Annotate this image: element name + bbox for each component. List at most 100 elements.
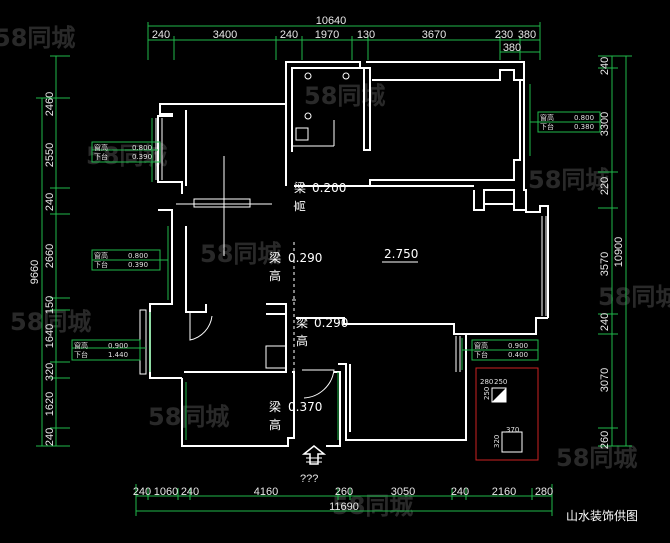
beam-label: 梁 0.290 高 — [296, 315, 348, 348]
dimension-label: 240 — [599, 57, 611, 75]
window-label: 下台 — [474, 350, 488, 359]
beam-label: 梁 0.370 高 — [269, 399, 322, 432]
shaft-dim: 250 — [494, 378, 507, 386]
window-tag: 窗高 0.900 下台 0.400 — [462, 339, 539, 361]
window-label: 下台 — [94, 152, 108, 161]
dimension-label: 2160 — [492, 486, 516, 498]
dimension-label: 230 — [495, 29, 513, 41]
shaft-dim: 250 — [483, 387, 491, 400]
beam-height: 高 — [296, 333, 308, 348]
left-dimension-lines — [36, 55, 70, 447]
shaft-dim: 370 — [506, 426, 519, 434]
window-label: 窗高 — [94, 251, 108, 260]
dimension-label: 130 — [357, 29, 375, 41]
dimension-label: 3050 — [391, 486, 415, 498]
dimension-label: 280 — [535, 486, 553, 498]
dimension-label: 11690 — [329, 501, 359, 513]
dimension-label: 1060 — [154, 486, 178, 498]
dimension-label: 240 — [133, 486, 151, 498]
dimension-label: 3670 — [422, 29, 446, 41]
watermark: 58同城 — [528, 166, 609, 194]
dimension-label: 10640 — [316, 15, 347, 27]
height-mark: 2.750 — [384, 247, 418, 261]
window-value: 1.440 — [108, 351, 128, 359]
window-value: 0.400 — [508, 351, 528, 359]
dimension-label: 3400 — [213, 29, 237, 41]
watermark: 58同城 — [0, 24, 75, 52]
watermark: 58同城 — [598, 283, 670, 311]
window-value: 0.390 — [132, 153, 152, 161]
shaft-dim: 320 — [493, 435, 501, 448]
window-value: 0.800 — [574, 114, 594, 122]
beam-value: 0.200 — [312, 181, 346, 195]
entrance-marker: ??? — [300, 445, 327, 485]
dimension-label: 240 — [280, 29, 298, 41]
dimension-label: 240 — [451, 486, 469, 498]
beam-text: 梁 — [269, 250, 281, 265]
dimension-label: 1620 — [44, 392, 56, 416]
top-dimension-lines — [147, 22, 541, 60]
left-segment-labels: 2460 2550 240 2660 150 1640 320 1620 240 — [44, 92, 56, 446]
beam-value: 0.370 — [288, 400, 322, 414]
dimension-label: 260 — [335, 486, 353, 498]
beam-label: 梁 0.200 高 — [292, 180, 346, 212]
entrance-label: ??? — [300, 473, 318, 485]
watermark: 58同城 — [86, 142, 167, 170]
dimension-label: 1970 — [315, 29, 339, 41]
window-label: 窗高 — [94, 143, 108, 152]
openings — [149, 84, 531, 440]
window-tag: 窗高 0.800 下台 0.390 — [91, 249, 168, 271]
window-value: 0.800 — [128, 252, 148, 260]
watermark: 58同城 — [556, 444, 637, 472]
window-label: 窗高 — [540, 113, 554, 122]
window-label: 下台 — [540, 122, 554, 131]
beam-height: 高 — [269, 268, 281, 283]
window-value: 0.800 — [132, 144, 152, 152]
dimension-label: 2550 — [44, 143, 56, 167]
window-tag: 窗高 0.900 下台 1.440 — [71, 339, 146, 361]
dimension-label: 2460 — [44, 92, 56, 116]
watermark: 58同城 — [10, 308, 91, 336]
right-dimension-lines — [598, 55, 632, 447]
dimension-label: 10900 — [613, 237, 625, 268]
right-segment-labels: 240 3300 220 3570 240 3070 260 — [599, 57, 611, 449]
watermark: 58同城 — [148, 403, 229, 431]
beam-height: 高 — [269, 417, 281, 432]
dimension-label: 380 — [518, 29, 536, 41]
dimension-label: 240 — [181, 486, 199, 498]
window-value: 0.390 — [128, 261, 148, 269]
bottom-dimension-lines — [135, 484, 553, 516]
dimension-label: 260 — [599, 431, 611, 449]
dimension-label: 2660 — [44, 244, 56, 268]
dimension-label: 240 — [599, 313, 611, 331]
window-value: 0.900 — [108, 342, 128, 350]
window-tag: 窗高 0.800 下台 0.390 — [91, 141, 161, 163]
image-caption: 山水装饰供图 — [566, 509, 638, 523]
detail-lines — [139, 72, 547, 440]
beam-text: 梁 — [294, 180, 306, 195]
dimension-label: 4160 — [254, 486, 278, 498]
beam-text: 梁 — [269, 399, 281, 414]
dimension-label: 380 — [503, 42, 521, 54]
dimension-label: 1640 — [44, 324, 56, 348]
dimension-label: 3570 — [599, 252, 611, 276]
dimension-label: 150 — [44, 296, 56, 314]
window-value: 0.380 — [574, 123, 594, 131]
dimension-label: 240 — [152, 29, 170, 41]
dimension-label: 3070 — [599, 368, 611, 392]
dimension-label: 220 — [599, 177, 611, 195]
dimension-label: 240 — [44, 193, 56, 211]
dimension-label: 240 — [44, 428, 56, 446]
dimension-label: 320 — [44, 363, 56, 381]
window-label: 下台 — [74, 350, 88, 359]
window-label: 窗高 — [74, 341, 88, 350]
beam-label: 梁 0.290 高 — [269, 250, 322, 283]
beam-text: 梁 — [296, 315, 308, 330]
shaft-box: 280 250 250 320 370 — [475, 367, 539, 461]
dimension-label: 9660 — [29, 260, 41, 284]
top-segment-labels: 240 3400 240 1970 130 3670 230 380 380 — [152, 29, 536, 54]
window-tag: 窗高 0.800 下台 0.380 — [530, 111, 601, 133]
walls — [149, 61, 549, 447]
window-label: 窗高 — [474, 341, 488, 350]
